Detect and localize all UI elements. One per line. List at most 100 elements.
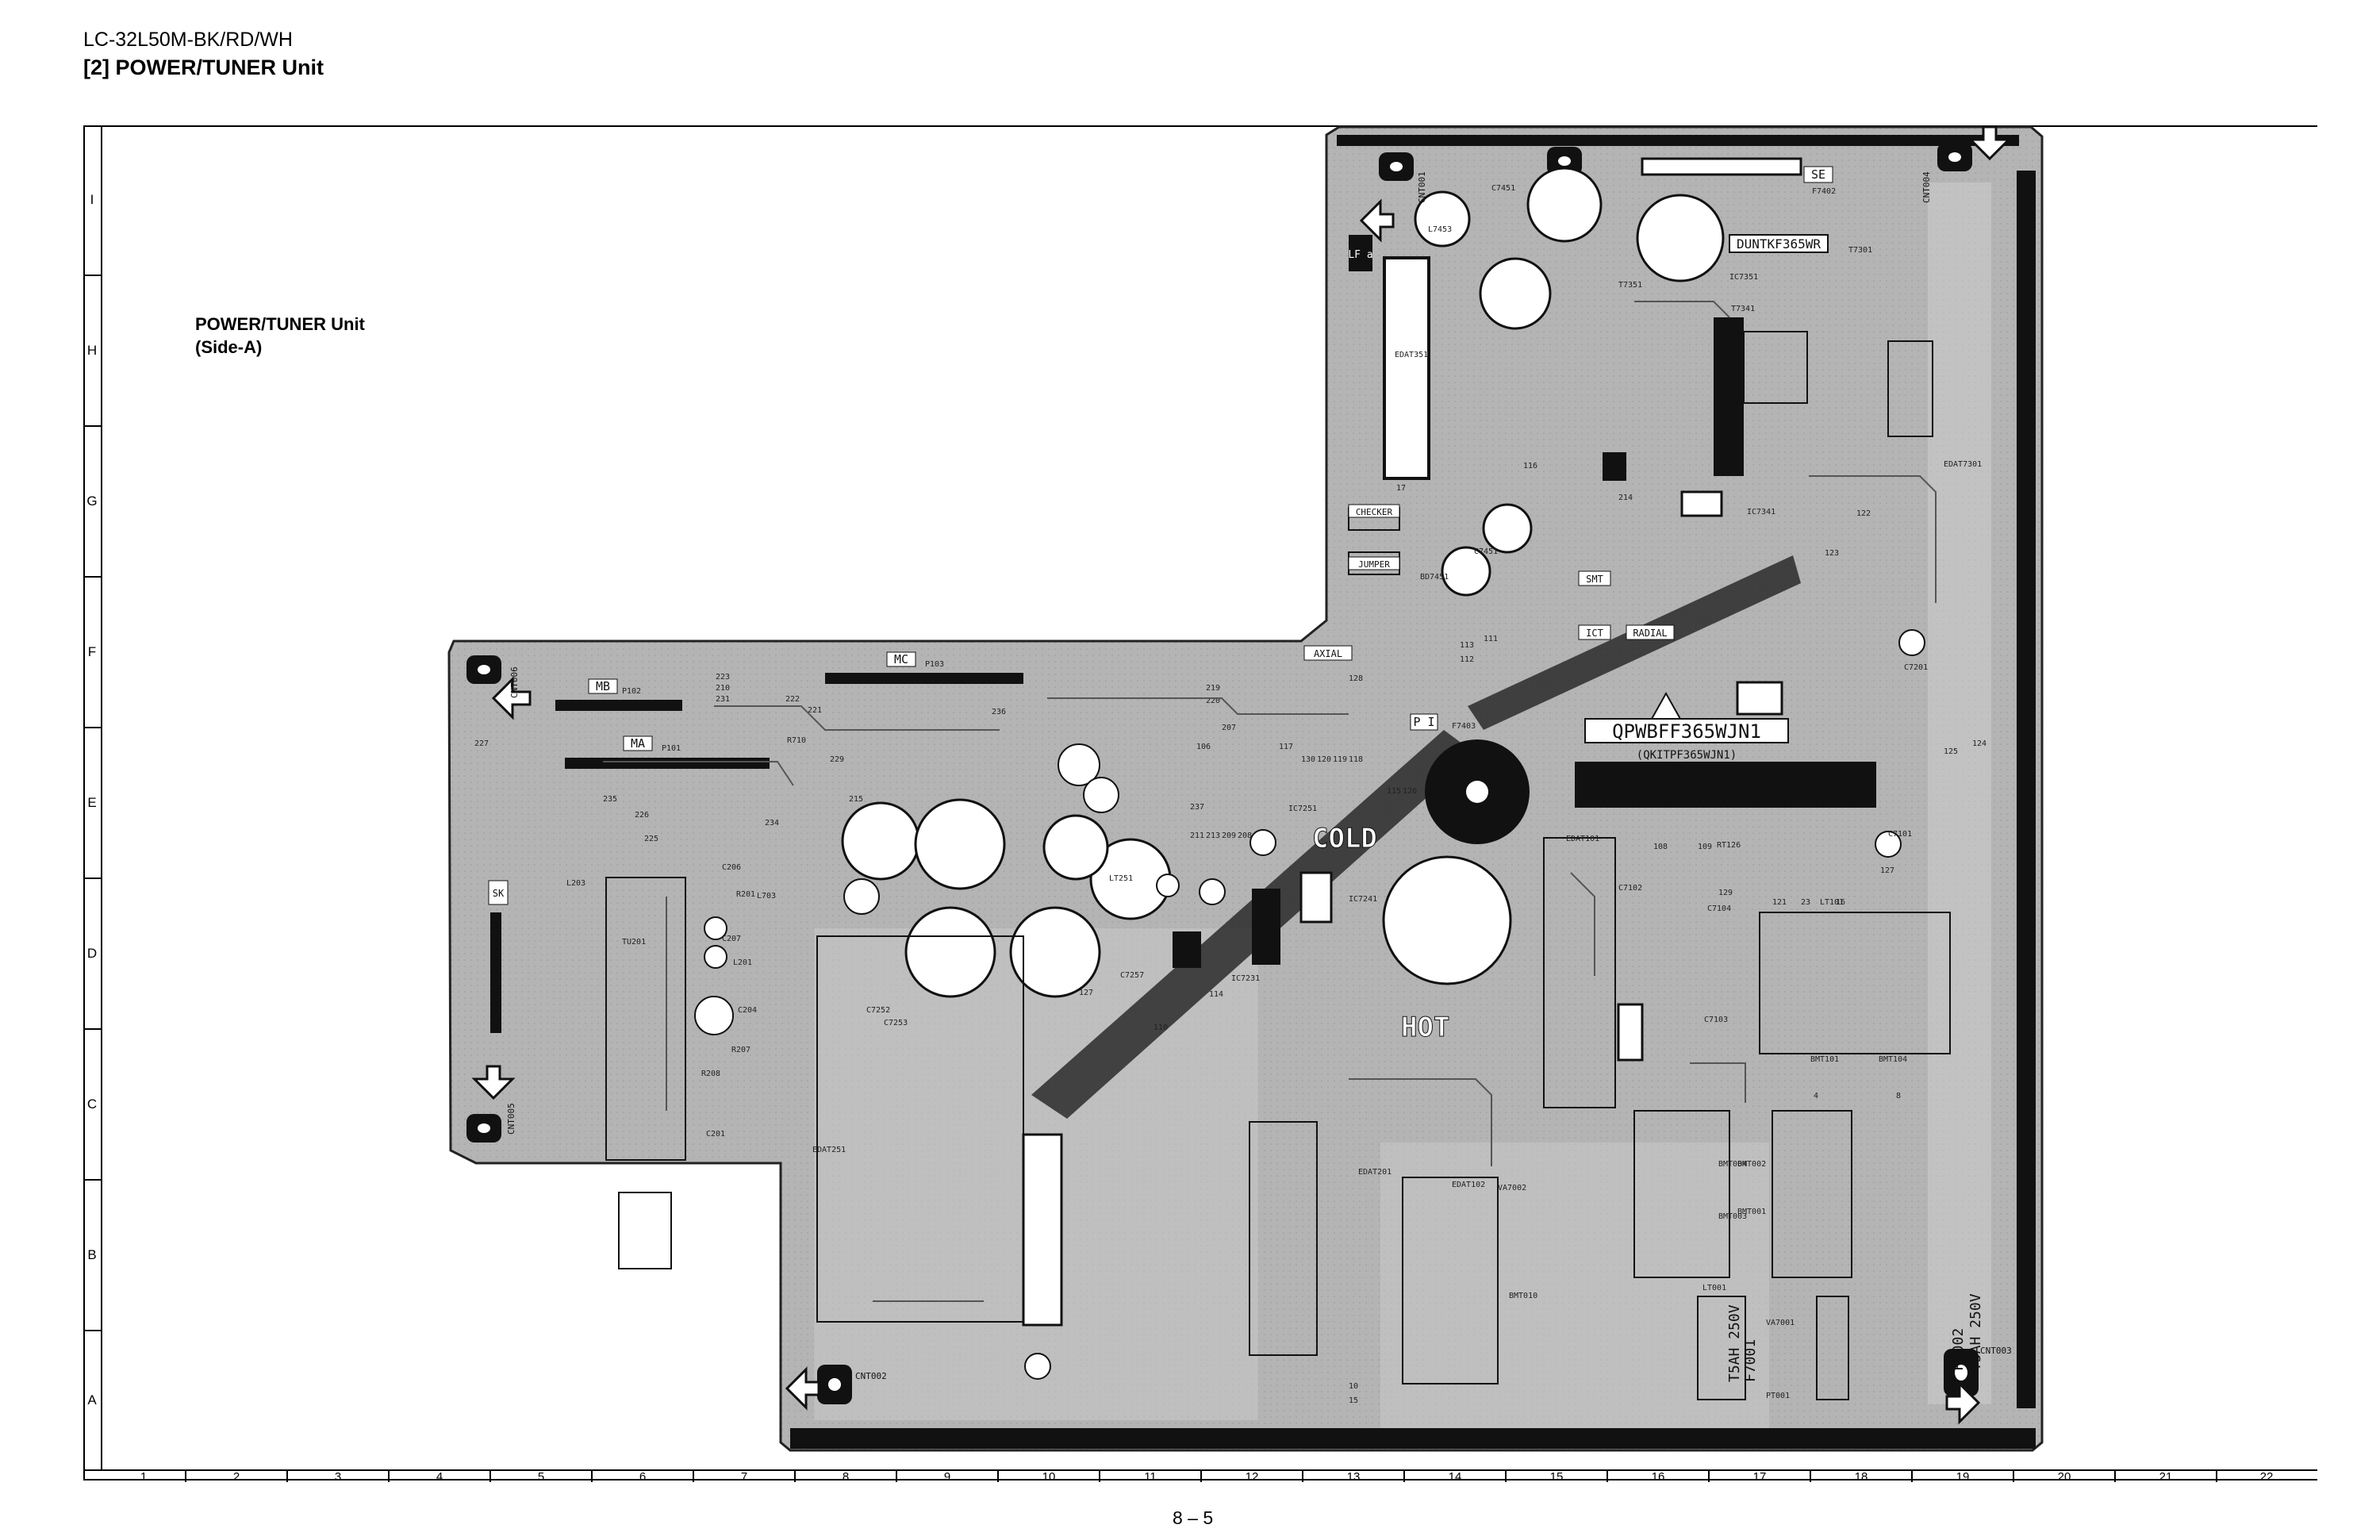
- svg-text:215: 215: [849, 795, 863, 804]
- edat351-block: [1383, 256, 1430, 480]
- svg-text:EDAT7301: EDAT7301: [1944, 460, 1982, 469]
- svg-text:CNT003: CNT003: [1980, 1346, 2012, 1356]
- svg-text:110: 110: [1154, 1023, 1168, 1032]
- svg-text:CNT002: CNT002: [855, 1371, 887, 1381]
- board-part-number: QPWBFF365WJN1: [1612, 720, 1761, 743]
- svg-text:TU201: TU201: [622, 938, 646, 947]
- svg-text:C7102: C7102: [1618, 884, 1642, 893]
- edge-region: [1928, 182, 1991, 1404]
- svg-text:T7341: T7341: [1731, 305, 1755, 313]
- unit-label: POWER/TUNER Unit (Side-A): [195, 313, 365, 359]
- row-label: C: [83, 1030, 101, 1181]
- trace-lines: [603, 301, 1937, 1302]
- svg-text:223: 223: [716, 673, 730, 682]
- heatsink-vertical: [1714, 317, 1744, 476]
- svg-text:106: 106: [1196, 743, 1211, 751]
- row-label: A: [87, 1392, 97, 1408]
- heatsink-main: [1575, 762, 1876, 808]
- svg-text:C7104: C7104: [1707, 904, 1731, 913]
- svg-text:P103: P103: [925, 660, 944, 669]
- row-label: G: [83, 427, 101, 578]
- mounting-holes: [466, 143, 1979, 1404]
- svg-text:IC7341: IC7341: [1747, 508, 1775, 517]
- svg-text:SE: SE: [1811, 167, 1825, 182]
- svg-text:L201: L201: [733, 958, 752, 967]
- svg-text:BMT104: BMT104: [1879, 1055, 1907, 1064]
- ic-package: [1173, 931, 1201, 968]
- column-label: 7: [694, 1470, 796, 1484]
- column-label: 19: [1913, 1470, 2014, 1484]
- shield-region-right: [1380, 1143, 1769, 1428]
- fet-package: [1617, 1003, 1644, 1062]
- svg-text:236: 236: [992, 708, 1006, 716]
- connector-p103: [825, 673, 1023, 684]
- svg-text:124: 124: [1972, 739, 1987, 748]
- svg-text:CHECKER: CHECKER: [1356, 507, 1393, 517]
- svg-text:234: 234: [765, 819, 779, 828]
- svg-text:P101: P101: [662, 744, 681, 753]
- ic-black-square: [1603, 452, 1626, 481]
- svg-text:L203: L203: [566, 879, 585, 888]
- svg-text:118: 118: [1349, 755, 1363, 764]
- svg-text:C207: C207: [722, 935, 741, 943]
- connector-p101: [565, 758, 770, 769]
- svg-text:16: 16: [1836, 898, 1845, 907]
- svg-text:C7253: C7253: [884, 1019, 908, 1027]
- svg-text:EDAT102: EDAT102: [1452, 1181, 1485, 1189]
- column-label: 6: [593, 1470, 694, 1484]
- arrow-marks: [471, 125, 2012, 1425]
- svg-text:BMT002: BMT002: [1737, 1160, 1766, 1169]
- svg-text:221: 221: [808, 706, 822, 715]
- column-label: 9: [897, 1470, 999, 1484]
- svg-text:207: 207: [1222, 724, 1236, 732]
- column-label: 20: [2014, 1470, 2116, 1484]
- column-label: 14: [1405, 1470, 1507, 1484]
- svg-text:P I: P I: [1413, 715, 1434, 729]
- svg-text:231: 231: [716, 695, 730, 704]
- svg-text:C7103: C7103: [1704, 1016, 1728, 1024]
- svg-text:CNT006: CNT006: [509, 666, 520, 698]
- page-number: 8 – 5: [1173, 1507, 1214, 1528]
- svg-text:C204: C204: [738, 1006, 757, 1015]
- svg-text:120: 120: [1317, 755, 1331, 764]
- column-label: 11: [1100, 1470, 1202, 1484]
- svg-text:214: 214: [1618, 493, 1633, 502]
- column-label: 4: [390, 1470, 491, 1484]
- svg-text:BD7451: BD7451: [1420, 573, 1449, 582]
- svg-text:CNT005: CNT005: [506, 1103, 516, 1135]
- svg-text:T7301: T7301: [1848, 246, 1872, 255]
- svg-text:213: 213: [1206, 831, 1220, 840]
- svg-text:LT101: LT101: [1820, 898, 1844, 907]
- svg-text:C206: C206: [722, 863, 741, 872]
- connector-p102: [555, 700, 682, 711]
- svg-text:116: 116: [1523, 462, 1537, 470]
- svg-text:F7403: F7403: [1452, 722, 1476, 731]
- row-label: B: [83, 1181, 101, 1331]
- transformer-hole: [1466, 781, 1488, 803]
- column-label: 15: [1507, 1470, 1608, 1484]
- column-label: 2: [186, 1470, 288, 1484]
- ic-package: [1299, 871, 1333, 924]
- svg-text:121: 121: [1772, 898, 1787, 907]
- svg-text:IC7241: IC7241: [1349, 895, 1377, 904]
- svg-text:127: 127: [1079, 989, 1093, 997]
- svg-text:122: 122: [1856, 509, 1871, 518]
- svg-text:L7453: L7453: [1428, 225, 1452, 234]
- svg-text:235: 235: [603, 795, 617, 804]
- svg-text:F7001: F7001: [1742, 1339, 1759, 1382]
- svg-text:RADIAL: RADIAL: [1633, 628, 1667, 639]
- svg-text:225: 225: [644, 835, 658, 843]
- svg-text:117: 117: [1279, 743, 1293, 751]
- svg-text:SMT: SMT: [1586, 574, 1603, 585]
- svg-text:BMT001: BMT001: [1737, 1208, 1766, 1216]
- svg-text:126: 126: [1403, 787, 1417, 796]
- svg-text:C201: C201: [706, 1130, 725, 1139]
- svg-text:MA: MA: [631, 736, 645, 751]
- capacitors-small: [694, 629, 1925, 1380]
- svg-text:129: 129: [1718, 889, 1733, 897]
- svg-text:R201: R201: [736, 890, 755, 899]
- svg-text:CNT001: CNT001: [1417, 171, 1427, 203]
- svg-text:CNT004: CNT004: [1921, 171, 1932, 203]
- silk-code: DUNTKF365WR: [1737, 236, 1821, 252]
